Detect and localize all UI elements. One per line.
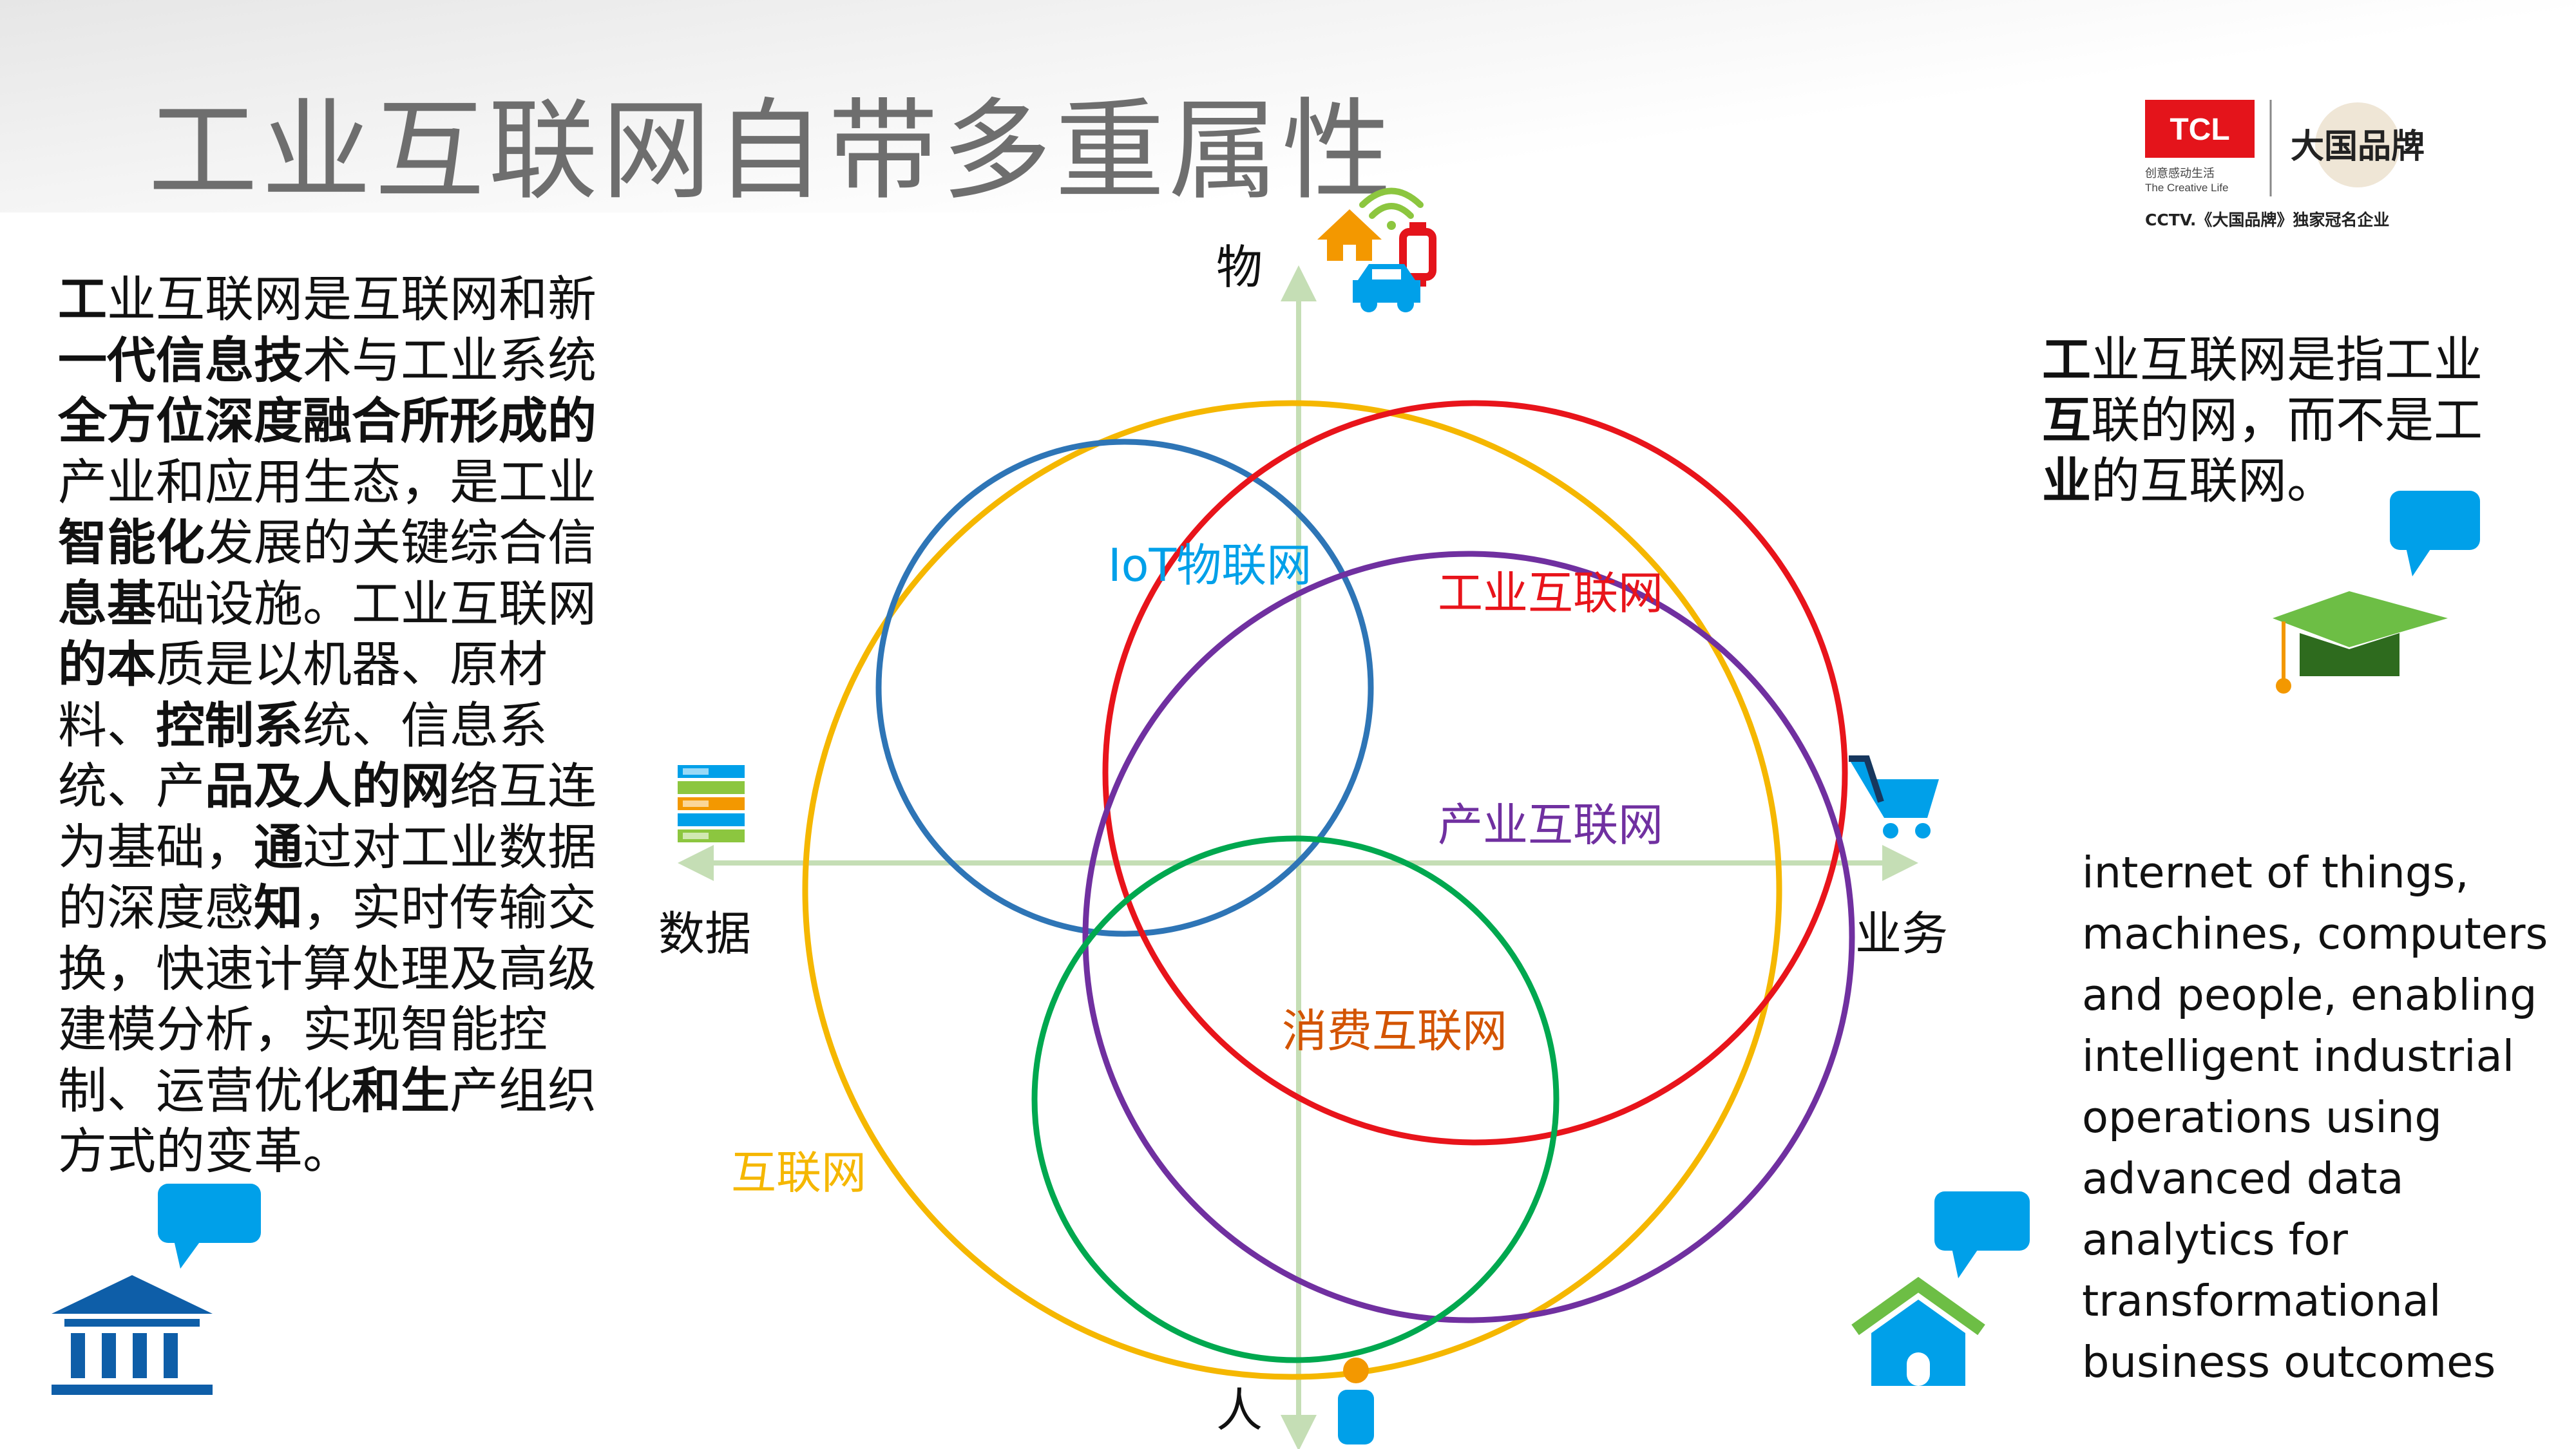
circle-industry-internet [1082,551,1855,1323]
speech-bubble-icon [1934,1191,2030,1278]
left-text-segment: 的本 [58,636,156,693]
left-text-segment: 产组织方式的变革。 [58,1061,596,1180]
left-text-segment: 一代信息技 [58,331,303,389]
axis-label-left: 数据 [658,907,751,961]
left-text-segment: ，实时传输交换，快速计算处理及高级建模分析，实现智能控制、运营优化 [58,879,596,1119]
right-english-note: internet of things, machines, computers … [2082,848,2548,1387]
partner-seal [2315,102,2400,187]
logo-caption: CCTV.《大国品牌》独家冠名企业 [2145,211,2389,229]
label-industry-internet: 产业互联网 [1438,799,1663,851]
left-text-segment: 统、信息系统、产 [58,696,548,815]
home-icon [1317,209,1382,261]
left-text-segment: 术与工业系统 [303,331,596,389]
tcl-brand: TCL [2170,113,2229,147]
left-text-segment: 品及人的网 [205,757,450,815]
left-text-segment: 息基 [58,574,156,632]
axis-label-right: 业务 [1855,907,1948,961]
circle-internet [802,400,1782,1380]
speech-bubble-icon [158,1184,261,1269]
left-text-segment: 发展的关键综合信 [205,514,596,571]
circle-industrial-internet [1102,400,1848,1146]
left-text-segment: 业互联网是互联网和新 [107,270,596,328]
left-text-segment: 和生 [352,1061,450,1119]
left-text-segment: 控制系 [156,696,303,754]
tcl-slogan-cn: 创意感动生活 [2145,167,2215,180]
shopping-cart-icon [1849,755,1939,838]
left-text-segment: 过对工业数据的深度感 [58,818,596,937]
axis-label-bottom: 人 [1216,1383,1263,1437]
tcl-slogan-en: The Creative Life [2145,182,2228,194]
car-icon [1353,264,1420,312]
label-consumer-internet: 消费互联网 [1282,1005,1507,1057]
house-icon [1851,1276,1985,1386]
circle-consumer-internet [1031,835,1560,1363]
right-chinese-note: 工业互联网是指工业互联的网，而不是工业的互联网。 [2042,330,2506,511]
left-text-segment: 质是以机器、原材料、 [58,636,548,754]
left-description: 工业互联网是互联网和新一代信息技术与工业系统全方位深度融合所形成的产业和应用生态… [58,269,638,1182]
left-text-segment: 智能化 [58,514,205,571]
tcl-logo-box [2145,100,2255,158]
label-internet: 互联网 [731,1146,866,1199]
label-industrial-internet: 工业互联网 [1438,567,1663,620]
axis-label-top: 物 [1216,240,1263,294]
right-cn-text-segment: 工 [2042,331,2091,388]
bank-icon [52,1275,213,1395]
page-title: 工业互联网自带多重属性 [148,88,1396,215]
right-cn-text-segment: 的互联网。 [2091,452,2336,509]
left-text-segment: 全方位深度融合所形成的 [58,392,596,450]
left-text-segment: 络互连为基础， [58,757,596,876]
left-text-segment: 工 [58,270,107,328]
partner-name: 大国品牌 [2291,127,2425,166]
label-iot: IoT物联网 [1108,539,1312,592]
left-text-segment: 础设施。工业互联网 [156,574,596,632]
wifi-icon [1359,187,1424,230]
left-text-segment: 知 [254,879,303,936]
left-text-segment: 通 [254,818,303,876]
tcl-logo: TCL 创意感动生活 The Creative Life 大国品牌 CCTV.《… [2145,100,2425,229]
left-text-segment: 产业和应用生态，是工业 [58,453,596,511]
right-cn-text-segment: 联的网，而不是工 [2091,392,2483,449]
circle-iot [875,439,1374,937]
graduation-cap-icon [2273,591,2448,694]
person-icon [1338,1358,1374,1444]
server-icon [678,765,745,842]
right-cn-text-segment: 互 [2042,392,2091,449]
right-cn-text-segment: 业 [2042,452,2091,509]
right-cn-text-segment: 业互联网是指工业 [2091,331,2483,388]
speech-bubble-icon [2390,491,2480,576]
